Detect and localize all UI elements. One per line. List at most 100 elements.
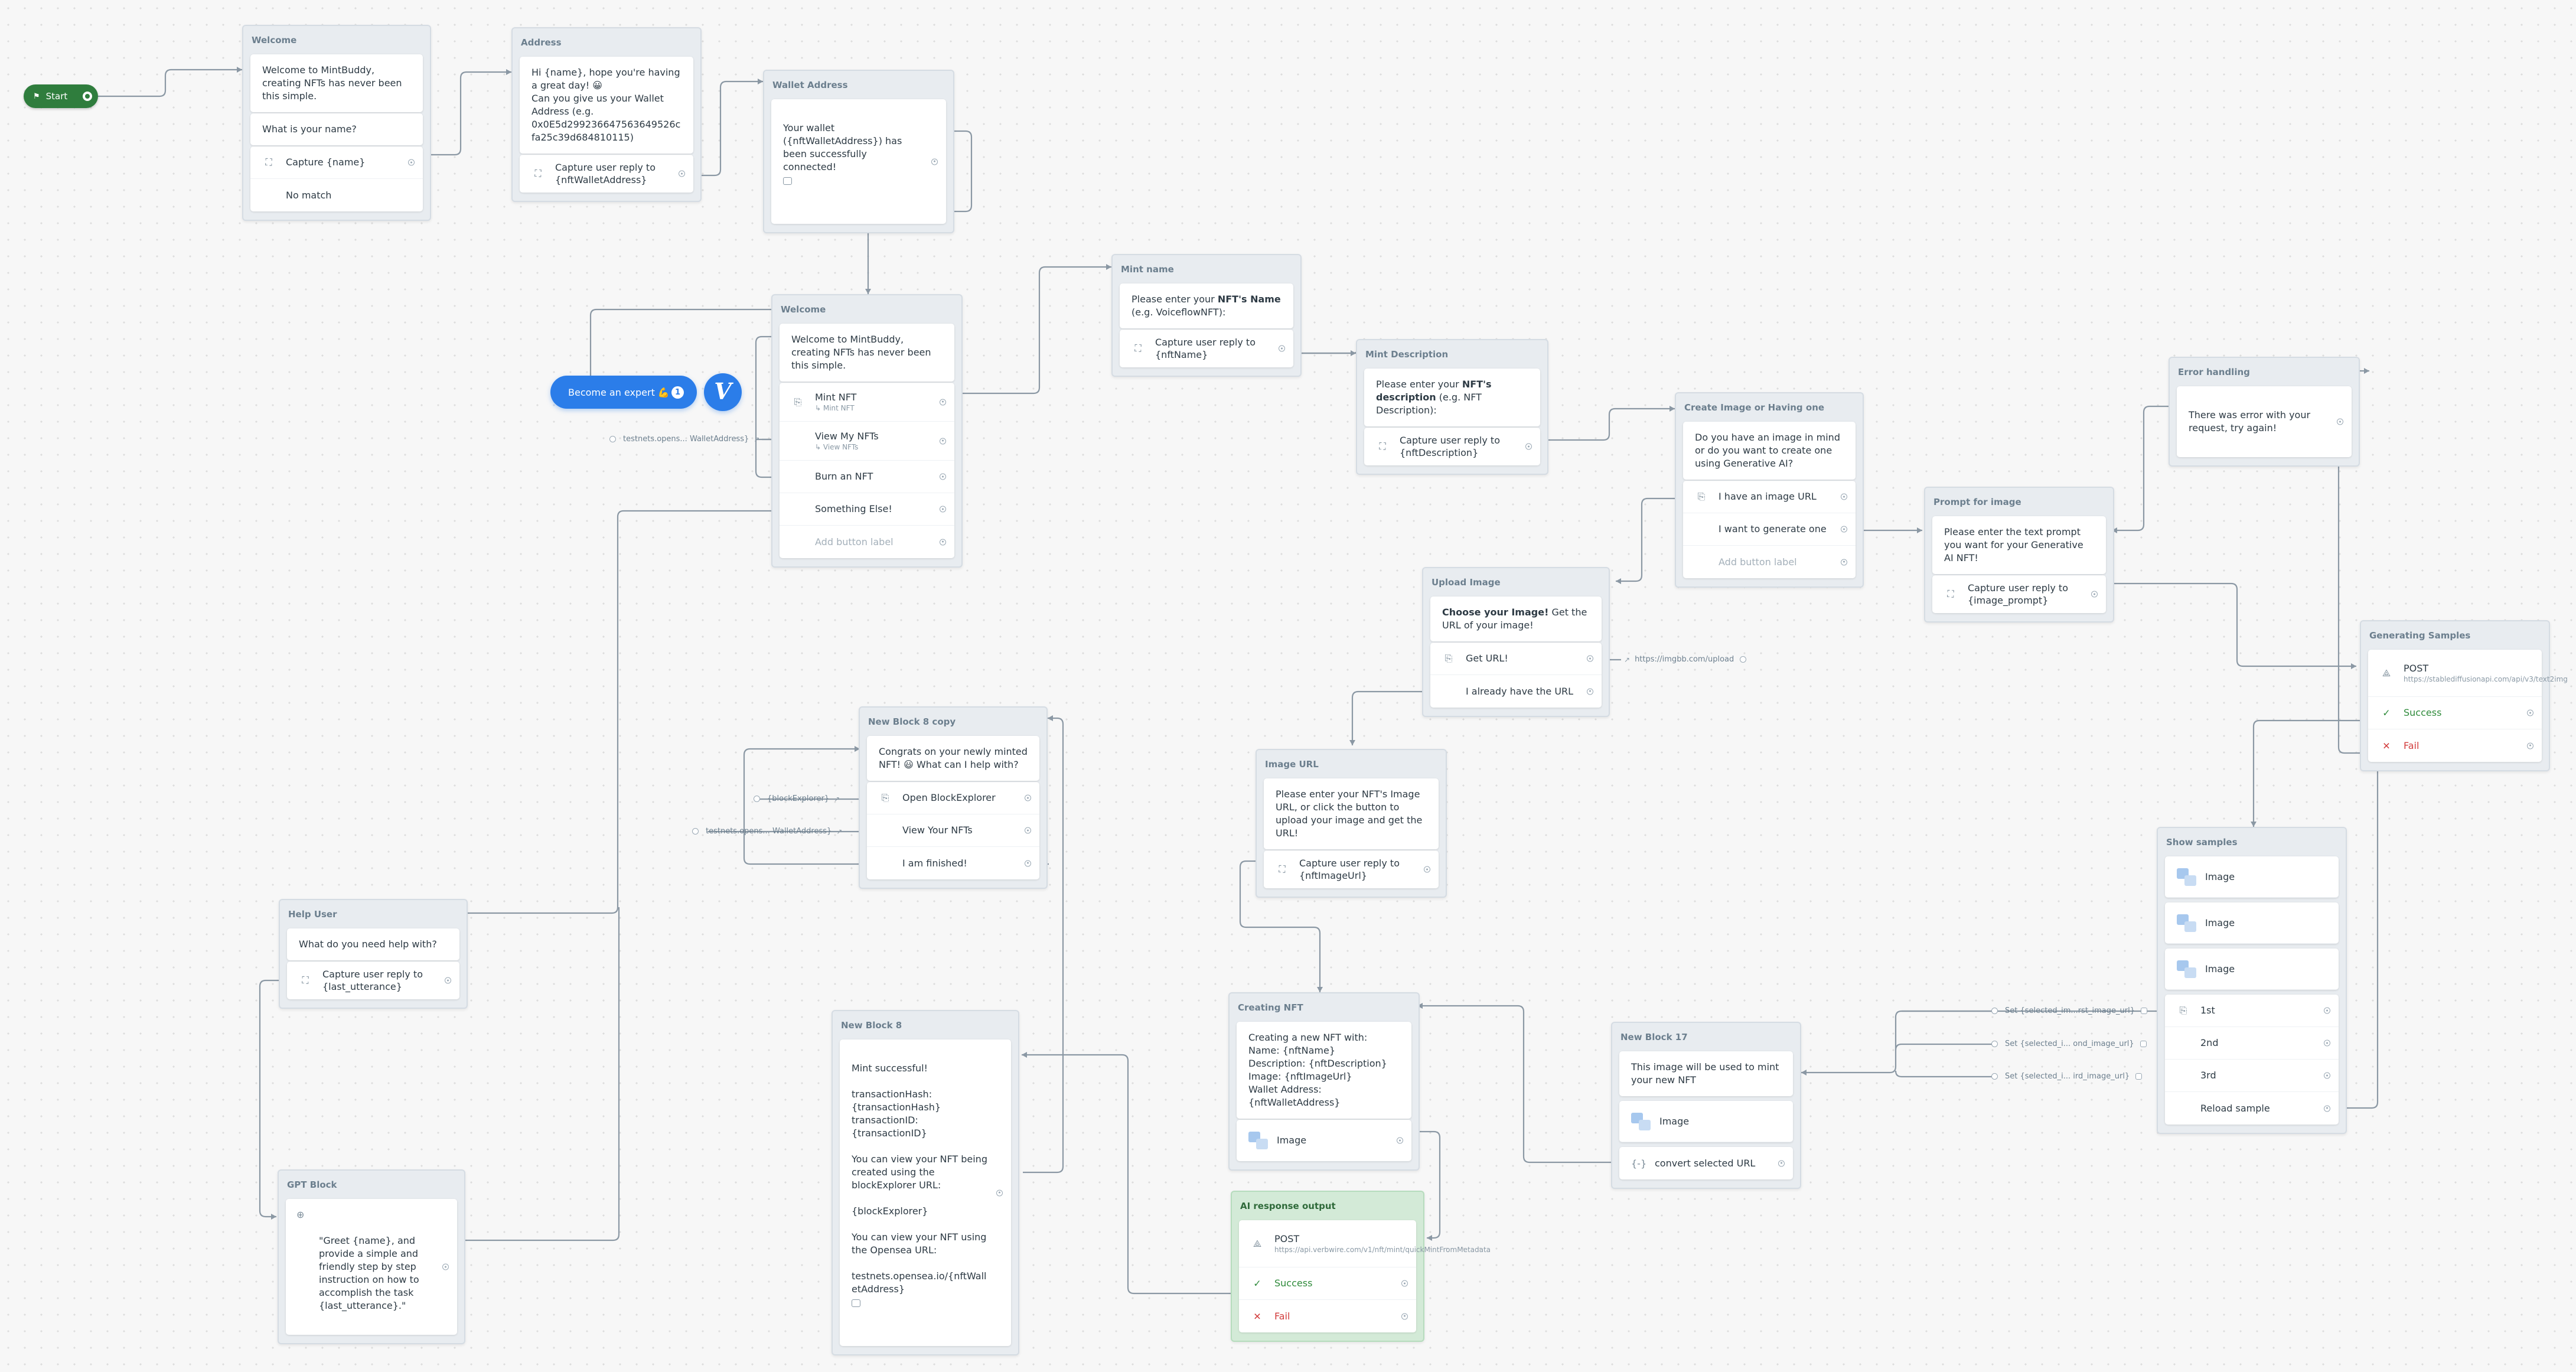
text-step[interactable]: Please enter your NFT's Image URL, or cl… <box>1264 778 1439 849</box>
image-step[interactable]: Image <box>1619 1101 1793 1142</box>
start-port[interactable] <box>83 92 92 101</box>
block-image-url[interactable]: Image URL Please enter your NFT's Image … <box>1256 749 1447 898</box>
link-port[interactable] <box>1991 1008 1998 1014</box>
link-port[interactable] <box>692 828 699 835</box>
text-step[interactable]: Mint successful! transactionHash: {trans… <box>840 1039 1011 1346</box>
output-port[interactable] <box>1025 827 1031 834</box>
output-port[interactable] <box>2324 1072 2330 1079</box>
image-step[interactable]: Image <box>2165 949 2339 990</box>
button-1st[interactable]: ⎘ 1st <box>2165 995 2339 1027</box>
link-port[interactable] <box>1991 1073 1998 1080</box>
output-port[interactable] <box>1841 493 1847 500</box>
output-port[interactable] <box>1841 559 1847 565</box>
output-port[interactable] <box>679 170 685 177</box>
fail-path[interactable]: ✕ Fail <box>2368 729 2542 762</box>
output-port[interactable] <box>1025 794 1031 801</box>
capture-step[interactable]: ⛶ Capture user reply to {nftName} <box>1120 330 1293 367</box>
block-mint-name[interactable]: Mint name Please enter your NFT's Name (… <box>1111 254 1302 377</box>
set-step-3[interactable]: Set {selected_i... ird_image_url} <box>1991 1072 2143 1081</box>
text-step[interactable]: Hi {name}, hope you're having a great da… <box>520 57 693 154</box>
text-step[interactable]: Please enter your NFT's description (e.g… <box>1364 369 1540 426</box>
block-create-image[interactable]: Create Image or Having one Do you have a… <box>1675 392 1864 588</box>
output-port[interactable] <box>1587 688 1593 695</box>
output-port[interactable] <box>940 399 946 405</box>
output-port[interactable] <box>445 977 451 984</box>
button-reload-sample[interactable]: Reload sample <box>2165 1092 2339 1125</box>
success-path[interactable]: ✓ Success <box>1239 1267 1416 1300</box>
block-prompt-for-image[interactable]: Prompt for image Please enter the text p… <box>1924 487 2114 623</box>
capture-step[interactable]: ⛶ Capture user reply to {nftDescription} <box>1364 428 1540 465</box>
url-link-opensea[interactable]: testnets.opens... WalletAddress} ↗ <box>609 435 759 444</box>
text-step[interactable]: Your wallet ({nftWalletAddress}) has bee… <box>771 99 946 224</box>
gpt-step[interactable]: ⊕ "Greet {name}, and provide a simple an… <box>286 1199 457 1335</box>
output-port[interactable] <box>2091 591 2098 598</box>
block-help-user[interactable]: Help User What do you need help with? ⛶ … <box>279 899 468 1009</box>
text-step[interactable]: Do you have an image in mind or do you w… <box>1683 422 1856 480</box>
output-port[interactable] <box>940 438 946 444</box>
output-port[interactable] <box>408 159 415 166</box>
output-port[interactable] <box>442 1263 449 1270</box>
set-step-1[interactable]: Set {selected_im...rst_image_url} <box>1991 1006 2147 1015</box>
button-open-blockexplorer[interactable]: ⎘ Open BlockExplorer <box>867 782 1039 814</box>
capture-step[interactable]: ⛶ Capture {name} <box>250 146 423 179</box>
output-port[interactable] <box>2527 742 2533 749</box>
output-port[interactable] <box>1401 1280 1408 1287</box>
output-port[interactable] <box>996 1189 1003 1196</box>
button-get-url[interactable]: ⎘ Get URL! <box>1430 643 1602 675</box>
text-step[interactable]: Welcome to MintBuddy, creating NFTs has … <box>780 324 954 382</box>
url-link-opensea-2[interactable]: testnets.opens... WalletAddress} ↗ <box>692 827 842 836</box>
text-step[interactable]: This image will be used to mint your new… <box>1619 1051 1793 1096</box>
output-port[interactable] <box>2337 418 2343 425</box>
url-link-blockexplorer[interactable]: {blockExplorer} ↗ <box>754 794 840 803</box>
add-button-label[interactable]: Add button label <box>780 526 954 558</box>
button-view-my-nfts[interactable]: View My NFTs↳ View NFTs <box>780 422 954 461</box>
set-step-2[interactable]: Set {selected_i... ond_image_url} <box>1991 1039 2147 1048</box>
output-port[interactable] <box>1778 1160 1785 1166</box>
output-port[interactable] <box>931 158 938 165</box>
image-step[interactable]: Image <box>2165 902 2339 944</box>
output-port[interactable] <box>2324 1007 2330 1014</box>
add-button-label[interactable]: Add button label <box>1683 546 1856 578</box>
output-port[interactable] <box>2324 1105 2330 1112</box>
output-port[interactable] <box>1424 866 1430 873</box>
block-show-samples[interactable]: Show samples Image Image Image ⎘ 1st 2nd… <box>2157 827 2347 1134</box>
link-port[interactable] <box>1991 1041 1998 1047</box>
text-step[interactable]: Creating a new NFT with: Name: {nftName}… <box>1237 1022 1411 1119</box>
block-wallet-address[interactable]: Wallet Address Your wallet ({nftWalletAd… <box>763 70 954 233</box>
output-port[interactable] <box>1279 345 1285 352</box>
output-port[interactable] <box>940 539 946 545</box>
block-new-block-8-copy[interactable]: New Block 8 copy Congrats on your newly … <box>859 706 1048 889</box>
output-port[interactable] <box>1401 1313 1408 1319</box>
button-3rd[interactable]: 3rd <box>2165 1060 2339 1092</box>
become-expert-button[interactable]: Become an expert 💪 1 <box>550 376 697 409</box>
output-port[interactable] <box>2324 1039 2330 1047</box>
link-port[interactable] <box>1740 656 1747 663</box>
button-burn-nft[interactable]: Burn an NFT <box>780 461 954 493</box>
button-mint-nft[interactable]: ⎘ Mint NFT↳ Mint NFT <box>780 383 954 422</box>
output-port[interactable] <box>1525 443 1532 450</box>
capture-step[interactable]: ⛶ Capture user reply to {last_utterance} <box>287 962 459 999</box>
button-i-am-finished[interactable]: I am finished! <box>867 847 1039 879</box>
block-error-handling[interactable]: Error handling There was error with your… <box>2169 357 2360 467</box>
text-step[interactable]: Choose your Image! Get the URL of your i… <box>1430 597 1602 641</box>
block-upload-image[interactable]: Upload Image Choose your Image! Get the … <box>1422 567 1610 717</box>
block-address[interactable]: Address Hi {name}, hope you're having a … <box>511 27 702 202</box>
url-link-imgbb[interactable]: ↗ https://imgbb.com/upload <box>1624 655 1747 664</box>
button-generate-one[interactable]: I want to generate one <box>1683 513 1856 546</box>
button-something-else[interactable]: Something Else! <box>780 493 954 526</box>
output-port[interactable] <box>940 506 946 513</box>
block-gpt[interactable]: GPT Block ⊕ "Greet {name}, and provide a… <box>278 1169 465 1344</box>
block-new-block-8[interactable]: New Block 8 Mint successful! transaction… <box>832 1010 1019 1355</box>
output-port[interactable] <box>1397 1137 1403 1144</box>
text-step[interactable]: There was error with your request, try a… <box>2177 386 2352 457</box>
capture-step[interactable]: ⛶ Capture user reply to {nftImageUrl} <box>1264 850 1439 888</box>
code-step[interactable]: {-} convert selected URL <box>1619 1147 1793 1179</box>
link-port[interactable] <box>754 796 760 802</box>
text-step[interactable]: Congrats on your newly minted NFT! 😃 Wha… <box>867 736 1039 781</box>
no-match-path[interactable]: No match <box>250 179 423 211</box>
output-port[interactable] <box>1025 860 1031 866</box>
text-step[interactable]: What is your name? <box>250 113 423 145</box>
